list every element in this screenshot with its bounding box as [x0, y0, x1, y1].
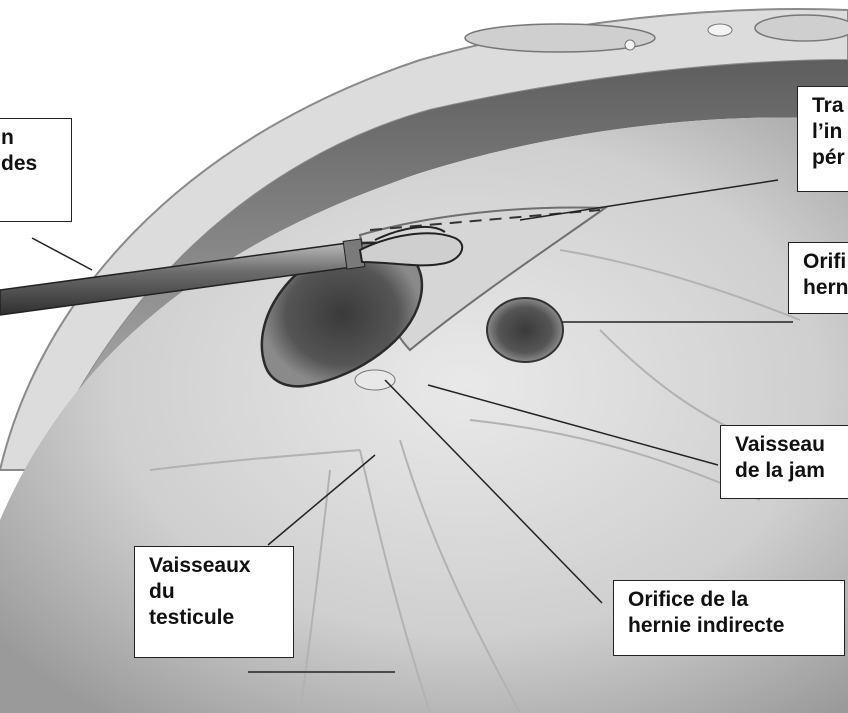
direct-hernia-orifice — [487, 298, 563, 362]
label-line: de la jam — [735, 458, 843, 484]
vessel-bulge — [355, 370, 395, 390]
label-line: Orifi — [803, 249, 843, 275]
muscle-band — [755, 15, 848, 41]
label-line: n — [1, 125, 57, 151]
label-leg-vessels: Vaisseau de la jam — [720, 425, 848, 499]
label-line: Vaisseau — [735, 432, 843, 458]
label-top-left: n des — [0, 118, 72, 222]
label-line: du — [149, 579, 279, 605]
label-direct-orifice: Orifi hern — [788, 242, 848, 314]
vessel-section — [625, 40, 635, 50]
label-line: Orifice de la — [628, 587, 830, 613]
label-indirect-orifice: Orifice de la hernie indirecte — [613, 580, 845, 656]
label-testicle-vessels: Vaisseaux du testicule — [134, 546, 294, 658]
label-line: hern — [803, 275, 843, 301]
vessel-section — [708, 24, 732, 36]
label-line: l’in — [812, 119, 842, 145]
label-line: des — [1, 151, 57, 177]
label-line: pér — [812, 145, 842, 171]
label-line: Tra — [812, 93, 842, 119]
label-line: hernie indirecte — [628, 613, 830, 639]
label-line: testicule — [149, 605, 279, 631]
label-top-right: Tra l’in pér — [797, 86, 848, 192]
label-line: Vaisseaux — [149, 553, 279, 579]
